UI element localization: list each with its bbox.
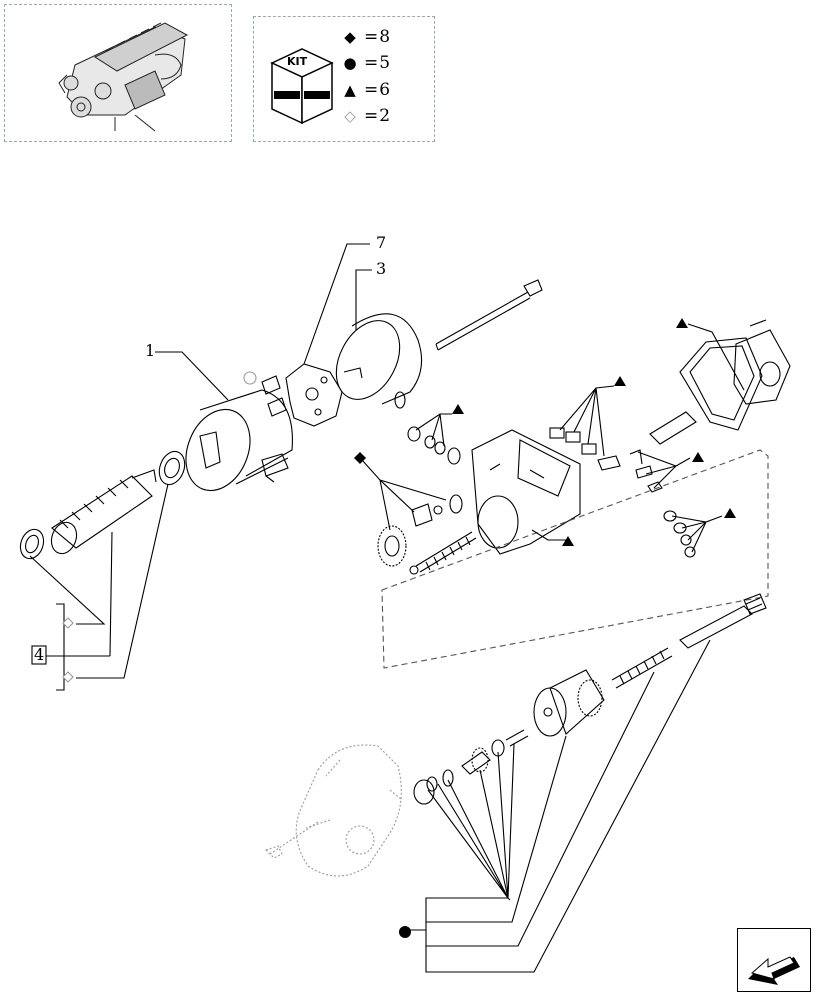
front-bearing <box>19 528 45 560</box>
sub-assembly-outline <box>381 449 769 669</box>
gear-housing <box>471 429 581 555</box>
callout-1: 1 <box>145 341 156 360</box>
brush-set <box>549 427 621 471</box>
filled-triangle-icon <box>614 376 626 386</box>
legend-count: =5 <box>364 53 392 73</box>
housing-spring <box>409 531 477 575</box>
callout-4-box <box>31 645 47 665</box>
legend-count: =2 <box>364 106 392 126</box>
legend-row-hollow-diamond: ◇ =2 <box>342 106 391 126</box>
armature <box>50 469 157 555</box>
seal-set-a <box>407 426 461 465</box>
leader-lines <box>29 243 745 973</box>
solenoid-cover <box>649 319 791 445</box>
legend-count: =6 <box>364 80 392 100</box>
ring-set <box>413 729 529 805</box>
filled-diamond-icon: ◆ <box>344 28 356 46</box>
filled-triangle-icon: ▲ <box>344 81 356 99</box>
hollow-diamond-icon: ◇ <box>344 107 356 125</box>
kit-legend-panel: KIT ◆ =8 ● =5 ▲ =6 ◇ =2 <box>253 16 435 142</box>
filled-circle-icon: ● <box>343 54 357 72</box>
callout-4: 4 <box>34 645 45 664</box>
next-page-button[interactable] <box>737 928 811 992</box>
filled-triangle-icon <box>452 404 464 414</box>
ghost-housing <box>264 744 403 877</box>
legend-row-filled-circle: ● =5 <box>342 53 391 73</box>
pinion-shaft <box>679 593 767 649</box>
next-page-arrow-icon <box>748 956 800 985</box>
plunger-parts <box>629 449 696 558</box>
legend-row-filled-diamond: ◆ =8 <box>342 27 391 47</box>
hollow-diamond-markers <box>62 617 74 683</box>
filled-circle-icon <box>399 926 411 938</box>
drive-gears <box>377 494 463 567</box>
hollow-diamond-icon <box>62 671 74 683</box>
part-1-field-frame <box>185 389 293 492</box>
through-bolt <box>435 279 543 351</box>
kit-box-icon <box>270 48 334 125</box>
engine-thumbnail-panel[interactable] <box>4 4 232 142</box>
bearing <box>158 450 186 486</box>
part-7-brush-holder <box>243 363 343 427</box>
kit-markers <box>354 318 736 938</box>
engine-thumbnail-icon <box>58 22 189 132</box>
legend-row-filled-triangle: ▲ =6 <box>342 80 391 100</box>
filled-triangle-icon <box>692 452 704 462</box>
callout-3: 3 <box>376 259 387 278</box>
part-3-end-cap <box>335 313 423 409</box>
filled-triangle-icon <box>724 508 736 518</box>
drive-spring <box>611 647 673 689</box>
kit-label: KIT <box>287 55 308 68</box>
legend-count: =8 <box>364 27 392 47</box>
callout-7: 7 <box>376 233 387 252</box>
filled-triangle-icon <box>562 536 574 546</box>
filled-triangle-icon <box>676 318 688 328</box>
overrunning-clutch <box>533 669 605 737</box>
filled-diamond-icon <box>354 452 366 464</box>
hollow-diamond-icon <box>62 617 74 629</box>
